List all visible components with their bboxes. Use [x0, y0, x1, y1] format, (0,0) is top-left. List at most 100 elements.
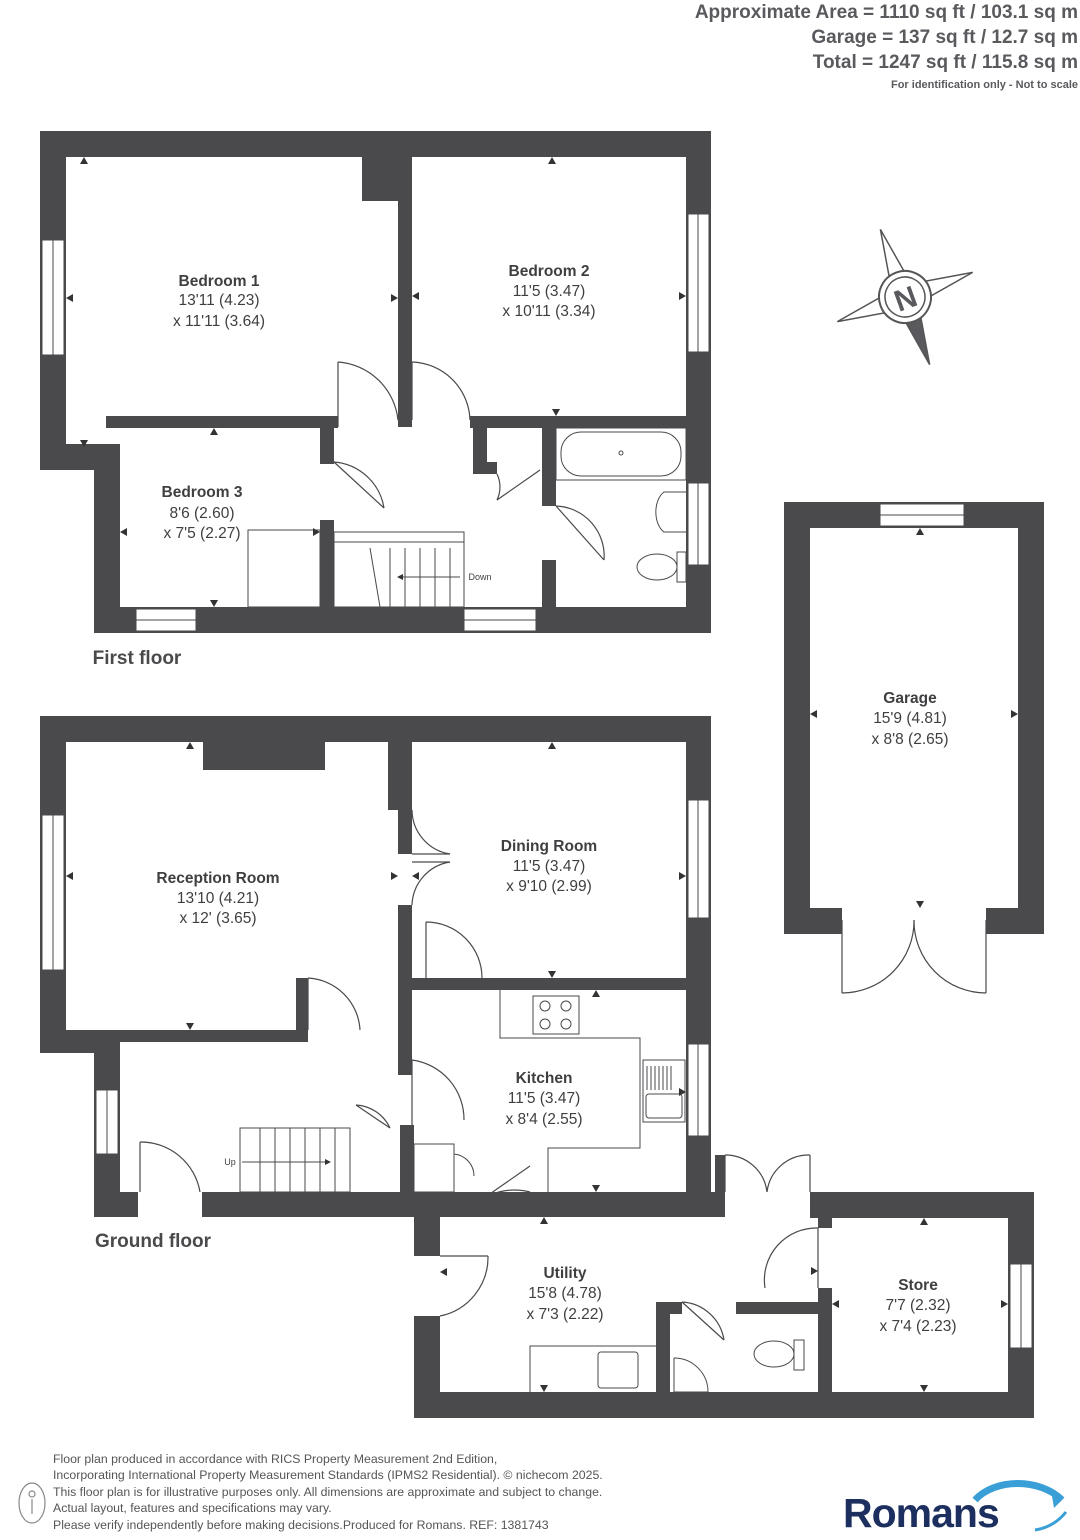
stairs-down	[333, 531, 465, 608]
store-dim1: 7'7 (2.32)	[886, 1297, 951, 1314]
sink	[642, 1059, 686, 1123]
wall	[784, 908, 842, 934]
brand-swoosh-icon	[972, 1480, 1068, 1532]
wall	[412, 978, 686, 990]
wall	[414, 1392, 1034, 1418]
wall	[362, 157, 398, 201]
reception-dim2: x 12' (3.65)	[179, 910, 256, 927]
store-dim2: x 7'4 (2.23)	[879, 1318, 956, 1335]
wall	[715, 1155, 725, 1217]
kitchen-dim1: 11'5 (3.47)	[508, 1090, 580, 1107]
dining-name: Dining Room	[501, 838, 597, 855]
footer-line: Please verify independently before makin…	[53, 1517, 549, 1532]
person-icon	[18, 1482, 46, 1524]
reception-dim1: 13'10 (4.21)	[177, 890, 259, 907]
wall	[470, 416, 686, 428]
wall	[473, 416, 487, 474]
cupboard	[413, 1143, 455, 1193]
bath-inner	[560, 431, 682, 477]
footer-line: Actual layout, features and specificatio…	[53, 1501, 332, 1516]
wall	[106, 416, 338, 428]
wall	[986, 908, 1044, 934]
wall	[202, 1192, 715, 1217]
wall	[94, 607, 711, 633]
utility-dim2: x 7'3 (2.22)	[526, 1306, 603, 1323]
garage-doors	[841, 919, 987, 994]
footer-line: Floor plan produced in accordance with R…	[53, 1452, 498, 1466]
store-name: Store	[898, 1277, 938, 1294]
bedroom2-dim1: 11'5 (3.47)	[513, 283, 585, 300]
garage-dim2: x 8'8 (2.65)	[871, 731, 948, 748]
first-floor-title: First floor	[93, 648, 182, 669]
window-lines	[52, 214, 699, 621]
wall	[94, 444, 120, 633]
wall	[542, 560, 556, 607]
hob	[532, 995, 580, 1035]
total-area: Total = 1247 sq ft / 115.8 sq m	[812, 52, 1078, 73]
garage-dim1: 15'9 (4.81)	[873, 710, 947, 727]
stairs-down-label: Down	[468, 572, 491, 582]
wall	[656, 1302, 670, 1398]
reception-name: Reception Room	[156, 870, 279, 887]
area-summary: Approximate Area = 1110 sq ft / 103.1 sq…	[695, 0, 1078, 95]
wall	[818, 1218, 832, 1228]
footer-line: This floor plan is for illustrative purp…	[53, 1484, 603, 1499]
wall	[106, 1030, 308, 1042]
dining-dim1: 11'5 (3.47)	[513, 858, 585, 875]
stairs-up	[239, 1127, 351, 1193]
wall	[487, 462, 497, 474]
first-floor-doors	[333, 361, 605, 561]
toilet	[636, 553, 678, 581]
wall	[398, 905, 412, 1075]
utility-counter	[529, 1345, 656, 1392]
ground-floor-plan	[40, 716, 1034, 1418]
bedroom2-name: Bedroom 2	[509, 263, 590, 280]
wc-cistern	[793, 1339, 805, 1371]
kitchen-name: Kitchen	[516, 1070, 573, 1087]
utility-name: Utility	[543, 1265, 586, 1282]
brand-logo: Romans	[843, 1490, 1000, 1536]
wall	[320, 520, 334, 607]
wall	[296, 978, 308, 1042]
wall	[414, 1192, 440, 1256]
kitchen-dim2: x 8'4 (2.55)	[505, 1111, 582, 1128]
basin	[655, 491, 686, 533]
wc-toilet	[753, 1340, 795, 1368]
wall	[40, 716, 711, 742]
wall	[810, 1192, 1034, 1218]
measurement-arrows	[66, 157, 1018, 1392]
scale-disclaimer: For identification only - Not to scale	[890, 79, 1078, 91]
compass-icon	[836, 228, 974, 366]
wall	[656, 1302, 682, 1314]
cupboard	[247, 529, 321, 608]
utility-sink	[597, 1351, 639, 1389]
footer-notes: Floor plan produced in accordance with R…	[53, 1451, 603, 1533]
garage-area: Garage = 137 sq ft / 12.7 sq m	[811, 27, 1078, 48]
wall	[736, 1302, 818, 1314]
wall	[542, 416, 556, 506]
wall	[400, 1125, 414, 1217]
wc-basin	[673, 1357, 709, 1393]
chimney-breast	[203, 742, 325, 770]
bedroom1-dim1: 13'11 (4.23)	[178, 292, 259, 309]
bedroom2-dim2: x 10'11 (3.34)	[502, 303, 595, 320]
garage-name: Garage	[883, 690, 937, 707]
wall	[412, 978, 426, 990]
wall	[1018, 502, 1044, 934]
dining-dim2: x 9'10 (2.99)	[506, 878, 592, 895]
wall	[94, 1192, 138, 1217]
utility-dim1: 15'8 (4.78)	[528, 1285, 602, 1302]
ground-floor-fixtures	[239, 990, 805, 1393]
bath-drain	[618, 450, 624, 456]
bedroom3-dim1: 8'6 (2.60)	[170, 505, 235, 522]
wall	[784, 502, 810, 934]
approx-area: Approximate Area = 1110 sq ft / 103.1 sq…	[694, 2, 1078, 23]
stairs-up-label: Up	[224, 1157, 236, 1167]
wall	[818, 1288, 832, 1398]
toilet-cistern	[676, 551, 687, 583]
first-floor-fixtures	[247, 427, 687, 608]
bedroom1-name: Bedroom 1	[179, 273, 260, 290]
first-floor-plan	[40, 131, 711, 633]
garage-window	[879, 503, 965, 527]
